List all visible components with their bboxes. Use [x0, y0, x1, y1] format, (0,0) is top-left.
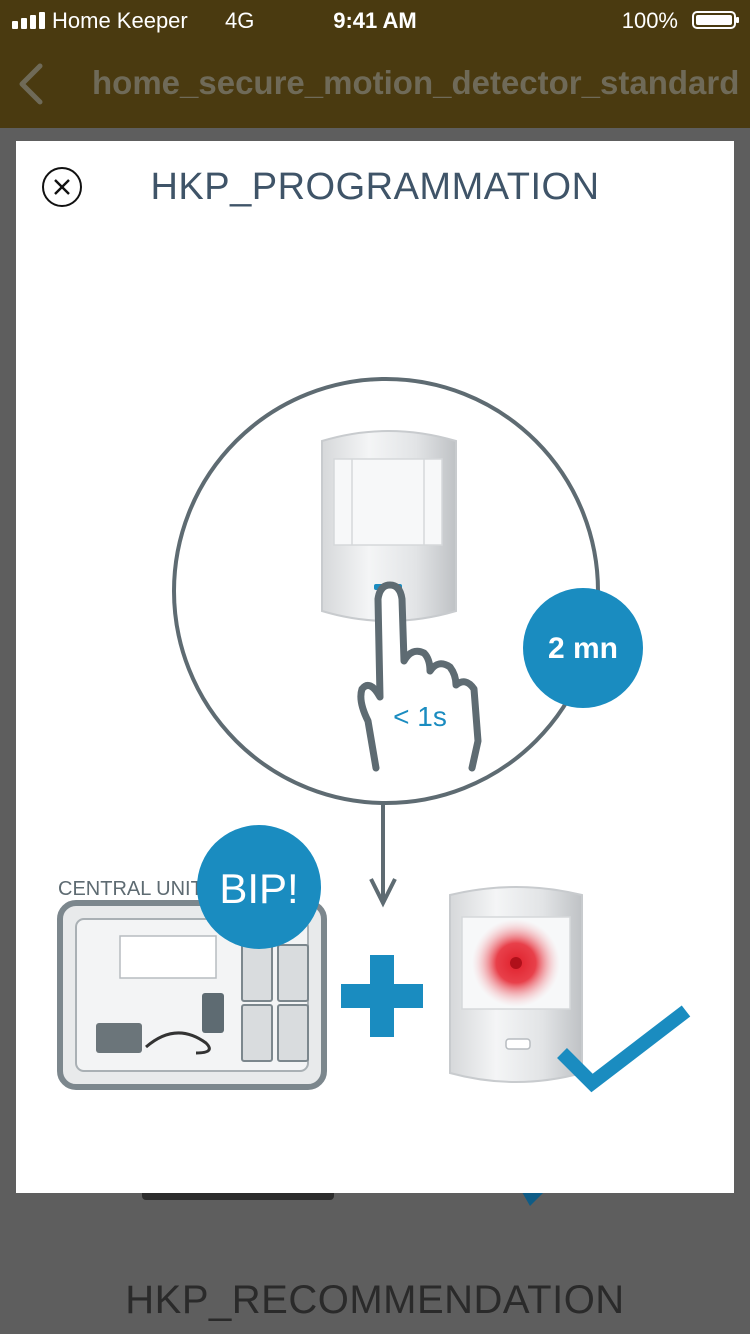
signal-icon	[12, 12, 45, 29]
background-device-edge	[142, 1192, 334, 1200]
nav-bar: home_secure_motion_detector_standard	[0, 40, 750, 128]
plus-icon	[341, 955, 423, 1037]
background-checkmark-edge	[520, 1190, 546, 1208]
modal-title: HKP_PROGRAMMATION	[150, 166, 600, 208]
clock: 9:41 AM	[333, 8, 417, 33]
pressing-hand-icon: < 1s	[357, 581, 482, 772]
central-unit-icon: CENTRAL UNIT	[57, 878, 327, 1090]
programming-illustration: < 1s 2 mn CENTRAL UNIT	[57, 377, 691, 1093]
status-bar: Home Keeper 4G 9:41 AM 100%	[0, 0, 750, 40]
chevron-left-icon[interactable]	[14, 62, 50, 106]
carrier-name: Home Keeper	[52, 8, 188, 33]
nav-title: home_secure_motion_detector_standard	[92, 64, 740, 101]
time-badge-label: 2 mn	[548, 632, 618, 665]
arrow-down-icon	[369, 805, 397, 908]
press-duration-label: < 1s	[393, 701, 447, 732]
battery-percent: 100%	[621, 8, 678, 33]
recommendation-title: HKP_RECOMMENDATION	[125, 1278, 625, 1322]
central-unit-label: CENTRAL UNIT	[58, 878, 203, 900]
beep-badge: BIP!	[197, 825, 321, 949]
beep-badge-label: BIP!	[219, 865, 298, 912]
motion-detector-active-icon	[449, 886, 583, 1083]
motion-detector-icon	[321, 430, 457, 622]
checkmark-icon	[557, 1005, 691, 1093]
programming-modal: HKP_PROGRAMMATION	[16, 141, 734, 1193]
time-badge: 2 mn	[523, 588, 643, 708]
close-circle-icon[interactable]	[42, 167, 82, 207]
battery-icon	[692, 11, 739, 29]
network-type: 4G	[225, 8, 255, 33]
